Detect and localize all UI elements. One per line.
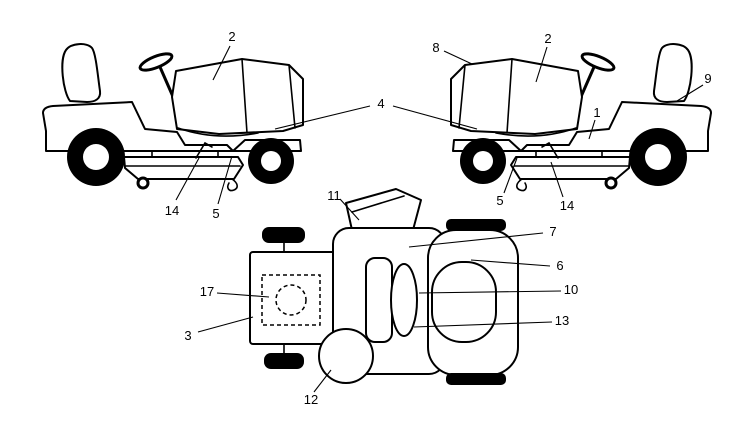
leader-left-lever [175, 157, 200, 201]
seat [61, 43, 102, 103]
callout-steering: 10 [564, 282, 578, 297]
leader-chassis-right [392, 105, 478, 130]
hood-seam [241, 58, 248, 134]
callout-right-hood: 2 [544, 31, 551, 46]
leader-right-deck [503, 157, 518, 194]
right-side-view [449, 42, 713, 193]
leader-footrest [413, 321, 553, 328]
leader-wheel [313, 369, 332, 393]
callout-left-hood: 2 [228, 29, 235, 44]
top-view [249, 188, 519, 385]
leader-left-hood [212, 45, 231, 81]
callout-chassis-shared: 4 [377, 96, 384, 111]
hood-nose-seam [288, 64, 296, 129]
callout-wheel: 12 [304, 392, 318, 407]
leader-body [408, 232, 544, 248]
leader-steering [418, 290, 562, 294]
lift-lever [195, 141, 213, 159]
callout-footrest: 13 [555, 313, 569, 328]
callout-labels: 2 4 14 5 8 2 9 1 5 14 11 7 6 10 13 17 3 … [165, 29, 712, 407]
pulley-dashed [275, 284, 307, 316]
leader-seat [470, 259, 551, 267]
left-side-view [42, 43, 304, 192]
callout-right-chassis: 1 [593, 105, 600, 120]
callout-body: 7 [549, 224, 556, 239]
caster-wheel-top [318, 328, 374, 384]
rear-hub [83, 144, 109, 170]
callout-right-lever: 14 [560, 198, 574, 213]
deck-gauge-wheel [136, 176, 150, 190]
callout-right-fender: 9 [704, 71, 711, 86]
deck-curl-wire [227, 178, 238, 192]
leader-deck-top [197, 316, 254, 333]
callout-deck-top: 3 [184, 328, 191, 343]
leader-engine [216, 292, 270, 298]
steering-wheel [138, 52, 174, 72]
callout-chute: 11 [327, 188, 341, 203]
callout-seat: 6 [556, 258, 563, 273]
front-wheel-bottom [264, 353, 304, 369]
front-wheel-top [262, 227, 305, 243]
hood [171, 58, 304, 135]
leader-lines [175, 45, 704, 393]
front-hub [261, 151, 281, 171]
discharge-chute [345, 188, 422, 231]
callout-engine: 17 [200, 284, 214, 299]
engine-outline-dashed [261, 274, 321, 326]
callout-right-engine-cover: 8 [432, 40, 439, 55]
leader-chassis-left [274, 105, 371, 130]
rear-wheel-bottom [446, 373, 506, 385]
deck-top [249, 251, 347, 345]
leader-right-lever [550, 161, 564, 198]
callout-left-lever: 14 [165, 203, 179, 218]
steering-wheel-top [390, 263, 418, 337]
leader-chute [339, 198, 360, 221]
leader-right-hood [535, 46, 548, 83]
leader-right-fender [676, 84, 704, 102]
callout-right-deck: 5 [496, 193, 503, 208]
chute-seam [351, 195, 405, 213]
leader-left-deck [217, 155, 233, 205]
hood-lower-curve [177, 127, 259, 137]
seat-cushion-top [431, 261, 497, 343]
leader-right-chassis [588, 119, 596, 140]
leader-right-engine-cover [443, 50, 473, 65]
mower-deck [123, 156, 244, 180]
rear-wheel-top [446, 219, 506, 231]
callout-left-deck: 5 [212, 206, 219, 221]
footrest-top [365, 257, 393, 343]
